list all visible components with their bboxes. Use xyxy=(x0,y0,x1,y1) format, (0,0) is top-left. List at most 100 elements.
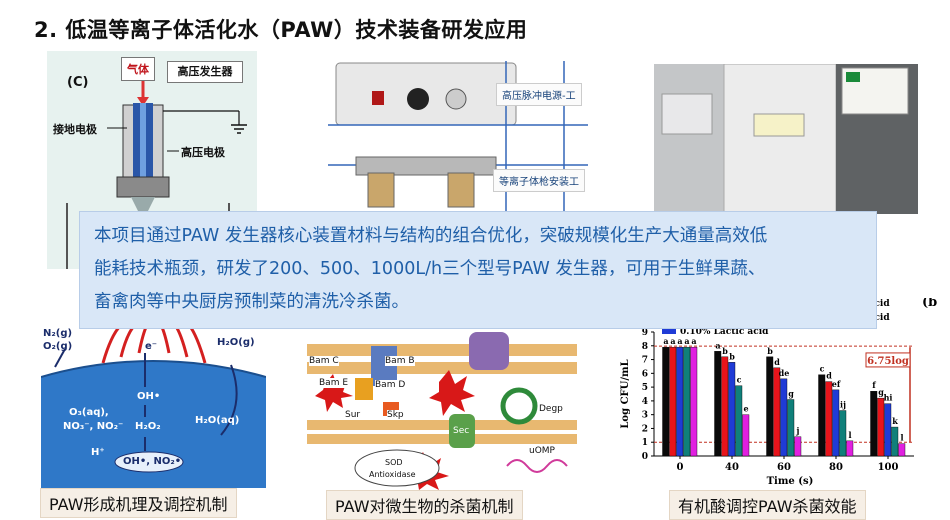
hv-generator-label: 高压发生器 xyxy=(177,65,233,78)
arrow-h2o-cycle xyxy=(220,364,238,436)
plasma-jet xyxy=(131,197,155,215)
discharge-line-6 xyxy=(187,325,207,364)
pulse-power-label: 高压脉冲电源-工 xyxy=(496,83,582,106)
bar-letter: g xyxy=(878,387,884,397)
sec-label: Sec xyxy=(453,426,470,436)
bar xyxy=(891,426,899,457)
bam-e-block xyxy=(355,378,373,400)
bar xyxy=(735,385,743,457)
legend-swatch xyxy=(662,326,676,334)
outer-membrane-bottom xyxy=(307,362,577,374)
bar-letter: d xyxy=(826,371,832,381)
bar-letter: a xyxy=(715,340,720,350)
h2o2-label: H₂O₂ xyxy=(135,421,161,432)
plasma-gun-2 xyxy=(447,172,475,208)
x-axis-title: Time (s) xyxy=(767,476,814,487)
water-body xyxy=(41,361,266,488)
discharge-line-5 xyxy=(173,325,189,358)
cabinet-label xyxy=(753,113,805,137)
bam-d-label: Bam D xyxy=(375,380,406,390)
bar-letter: d xyxy=(774,357,780,367)
bar xyxy=(742,414,750,457)
bar-letter: a xyxy=(677,336,682,346)
hv-generator-box: 高压发生器 xyxy=(167,61,243,83)
bar-letter: a xyxy=(684,336,689,346)
left-cabinet xyxy=(654,64,724,214)
porin xyxy=(469,332,509,370)
bar-letter: b xyxy=(767,346,773,356)
gas-box: 气体 xyxy=(121,57,155,81)
arrow-gas-in xyxy=(54,348,66,368)
skp-label: Skp xyxy=(387,410,404,420)
gas-arrowhead xyxy=(137,97,149,106)
left-window xyxy=(661,93,713,135)
project-summary-callout: 本项目通过PAW 发生器核心装置材料与结构的组合优化，突破规模化生产大通量高效低… xyxy=(79,211,877,329)
bar xyxy=(846,440,854,457)
uomp-label: uOMP xyxy=(529,446,555,456)
x-tick-label: 80 xyxy=(829,462,843,473)
bar xyxy=(898,443,906,457)
chart-panel-label: (b xyxy=(922,298,937,310)
caption-paw-mechanism: PAW形成机理及调控机制 xyxy=(40,488,237,518)
y-tick-label: 3 xyxy=(642,411,648,421)
bam-e-label: Bam E xyxy=(319,378,349,388)
main-cabinet xyxy=(723,64,837,214)
ground-electrode-label: 接地电极 xyxy=(53,123,97,136)
page-title: 2. 低温等离子体活化水（PAW）技术装备研发应用 xyxy=(34,18,528,42)
product-label: OH•, NO₂• xyxy=(123,456,182,467)
x-tick-label: 40 xyxy=(725,462,739,473)
bar xyxy=(773,367,781,457)
bar xyxy=(714,351,722,457)
bar-letter: e xyxy=(743,404,748,414)
outer-membrane-top xyxy=(307,344,577,356)
antioxidase-label: Antioxidase xyxy=(369,470,416,479)
legend-entry: 0.10% Lactic acid xyxy=(680,327,769,337)
device-drawing xyxy=(328,61,588,211)
bar-letter: l xyxy=(900,433,903,443)
bam-a-barrel xyxy=(371,346,397,386)
bar-letter: b xyxy=(729,351,735,361)
water-surface xyxy=(41,360,266,378)
bar xyxy=(728,362,736,457)
y-tick-label: 2 xyxy=(642,424,648,434)
bar xyxy=(683,346,691,457)
panel-label-c: (C) xyxy=(67,75,89,90)
x-tick-label: 100 xyxy=(878,462,899,473)
bar-letter: c xyxy=(737,375,742,385)
n2-label: N₂(g) xyxy=(43,328,73,339)
x-tick-label: 0 xyxy=(677,462,684,473)
inner-membrane-top xyxy=(307,420,577,430)
bar-letter: f xyxy=(872,380,876,390)
bar xyxy=(884,403,892,457)
sec-channel xyxy=(449,414,475,448)
bam-c-label: Bam C xyxy=(309,356,339,366)
caption-microbe-mechanism: PAW对微生物的杀菌机制 xyxy=(326,490,523,520)
plasma-gun-1 xyxy=(367,172,395,208)
y-axis-title: Log CFU/mL xyxy=(620,359,631,428)
electron-label: e⁻ xyxy=(145,341,158,352)
oh-label: OH• xyxy=(137,391,161,402)
h2oaq-label: H₂O(aq) xyxy=(195,415,240,426)
mechanism-drawing xyxy=(41,325,266,488)
bar xyxy=(839,410,847,457)
sod-ellipse xyxy=(354,449,440,487)
bar-letter: k xyxy=(892,416,898,426)
degp-label: Degp xyxy=(539,404,563,414)
bar xyxy=(676,346,684,457)
bar xyxy=(787,399,795,457)
bar-letter: ij xyxy=(840,400,846,410)
bar xyxy=(825,381,833,457)
hv-electrode-label: 高压电极 xyxy=(181,146,225,159)
generator-drawing xyxy=(66,81,247,269)
microbe-mechanism-diagram: Bam C Bam B Bam E Bam D Sur Skp Sec Degp… xyxy=(297,326,582,490)
discharge-line-1 xyxy=(101,325,123,364)
bar xyxy=(721,356,729,457)
callout-line-2: 能耗技术瓶颈，研发了200、500、1000L/h三个型号PAW 发生器，可用于… xyxy=(94,259,766,279)
bar xyxy=(766,356,774,457)
x-tick-label: 60 xyxy=(777,462,791,473)
bar-letter: c xyxy=(820,364,825,374)
cabinet-photo xyxy=(654,64,918,214)
y-tick-label: 1 xyxy=(642,438,648,448)
